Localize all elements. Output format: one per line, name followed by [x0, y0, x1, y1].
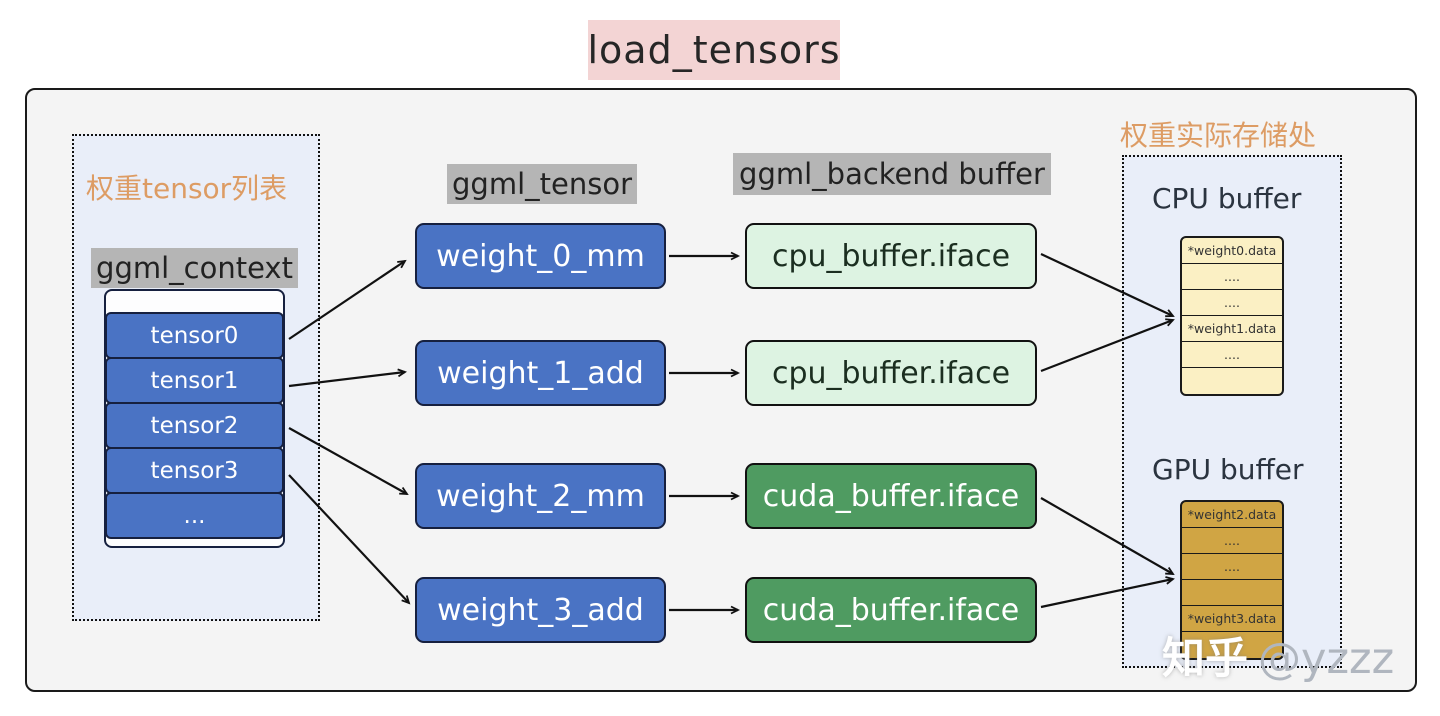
cpu-mem-row: ....	[1182, 342, 1282, 368]
watermark-handle: @yzzz	[1258, 634, 1395, 684]
cpu-mem-row: *weight0.data	[1182, 238, 1282, 264]
weight-1-add-node: weight_1_add	[415, 340, 666, 406]
weight-0-mm-node: weight_0_mm	[415, 223, 666, 289]
ggml-backend-buffer-label: ggml_backend buffer	[733, 153, 1051, 195]
gpu-mem-row: ....	[1182, 554, 1282, 580]
cpu-buffer-title: CPU buffer	[1152, 182, 1302, 215]
cuda-buffer-iface-node-1: cuda_buffer.iface	[745, 463, 1037, 529]
tensor-row: ...	[105, 492, 284, 539]
tensor-row: tensor3	[105, 447, 284, 494]
weight-tensor-list-label: 权重tensor列表	[86, 172, 288, 205]
tensor-row: tensor2	[105, 402, 284, 449]
weight-3-add-node: weight_3_add	[415, 577, 666, 643]
weight-storage-label: 权重实际存储处	[1120, 119, 1317, 152]
cpu-mem-row: ....	[1182, 290, 1282, 316]
cpu-mem-row: ....	[1182, 264, 1282, 290]
gpu-mem-row	[1182, 580, 1282, 606]
diagram-title: load_tensors	[587, 20, 840, 80]
gpu-memory-table: *weight2.data .... .... *weight3.data	[1180, 500, 1284, 660]
cpu-buffer-iface-node-1: cpu_buffer.iface	[745, 223, 1037, 289]
cuda-buffer-iface-node-2: cuda_buffer.iface	[745, 577, 1037, 643]
cpu-buffer-iface-node-2: cpu_buffer.iface	[745, 340, 1037, 406]
cpu-mem-row	[1182, 368, 1282, 394]
cpu-memory-table: *weight0.data .... .... *weight1.data ..…	[1180, 236, 1284, 396]
ggml-tensor-label: ggml_tensor	[447, 164, 637, 204]
tensor-stack: tensor0 tensor1 tensor2 tensor3 ...	[104, 289, 285, 548]
gpu-mem-row: *weight2.data	[1182, 502, 1282, 528]
cpu-mem-row: *weight1.data	[1182, 316, 1282, 342]
gpu-buffer-title: GPU buffer	[1152, 453, 1304, 486]
tensor-row: tensor1	[105, 357, 284, 404]
weight-2-mm-node: weight_2_mm	[415, 463, 666, 529]
gpu-mem-row: ....	[1182, 528, 1282, 554]
watermark-brand: 知乎	[1162, 634, 1248, 684]
ggml-context-label: ggml_context	[91, 248, 298, 288]
tensor-stack-header	[106, 291, 283, 312]
gpu-mem-row: *weight3.data	[1182, 606, 1282, 632]
watermark: 知乎@yzzz	[1162, 624, 1394, 686]
tensor-row: tensor0	[105, 312, 284, 359]
